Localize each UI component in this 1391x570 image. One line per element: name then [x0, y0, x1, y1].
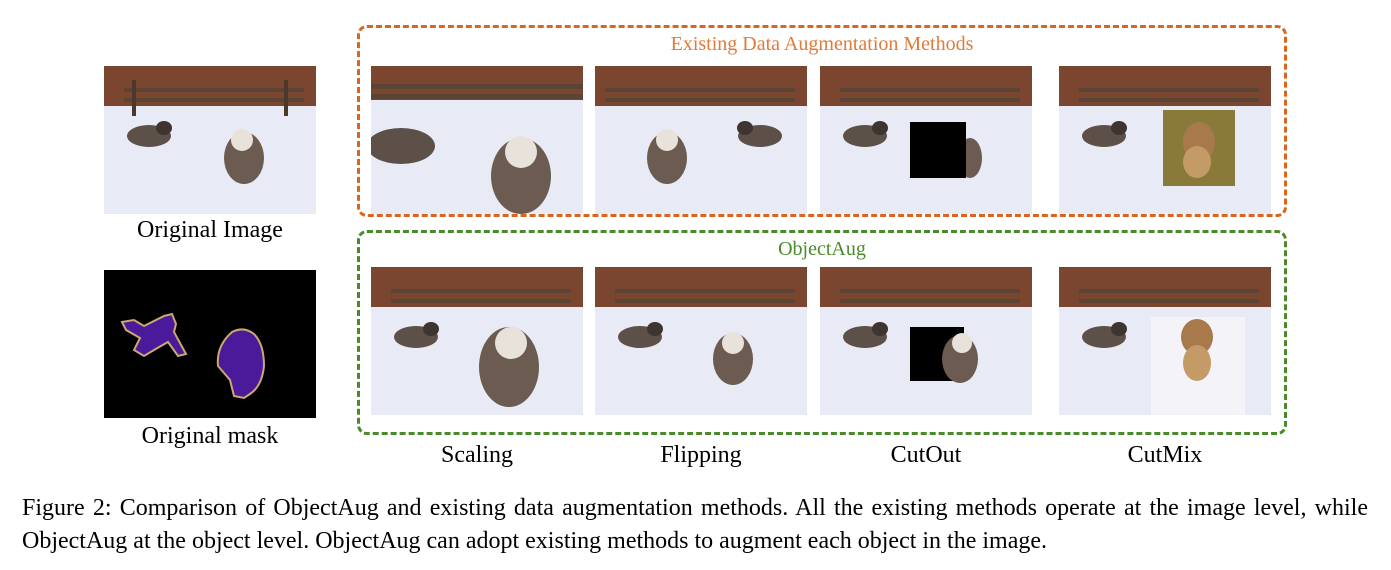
existing-cutmix-image — [1059, 66, 1271, 214]
objectaug-cutmix-image — [1059, 267, 1271, 415]
existing-cutout-image — [820, 66, 1032, 214]
column-label-scaling: Scaling — [441, 442, 513, 468]
original-mask — [104, 270, 316, 418]
objectaug-box: ObjectAug — [357, 230, 1287, 435]
existing-flipping-image — [595, 66, 807, 214]
figure-caption: Figure 2: Comparison of ObjectAug and ex… — [22, 495, 1368, 554]
original-image-label: Original Image — [137, 217, 283, 243]
column-label-cutout: CutOut — [890, 442, 962, 468]
objectaug-title: ObjectAug — [778, 238, 866, 260]
column-label-cutmix: CutMix — [1127, 442, 1203, 468]
objectaug-cutout-image — [820, 267, 1032, 415]
existing-scaling-image — [371, 66, 583, 214]
mask-dog-left — [120, 312, 188, 358]
column-label-flipping: Flipping — [660, 442, 742, 468]
original-image — [104, 66, 316, 214]
objectaug-flipping-image — [595, 267, 807, 415]
cutout-black-patch — [910, 122, 966, 178]
mask-dog-right — [216, 328, 266, 400]
original-mask-label: Original mask — [141, 423, 279, 449]
objectaug-scaling-image — [371, 267, 583, 415]
existing-methods-title: Existing Data Augmentation Methods — [670, 33, 974, 55]
existing-methods-box: Existing Data Augmentation Methods — [357, 25, 1287, 217]
